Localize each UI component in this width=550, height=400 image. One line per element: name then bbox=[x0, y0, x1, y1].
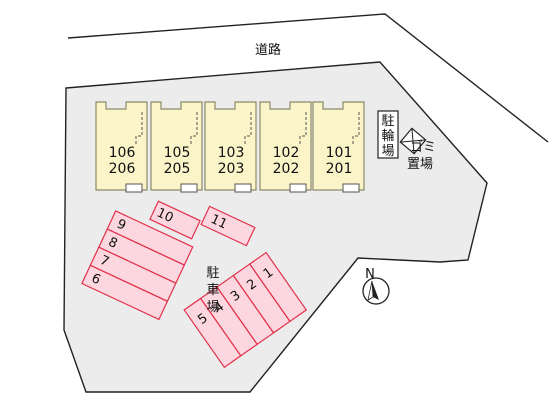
unit-lower-label: 203 bbox=[218, 161, 245, 177]
bicycle-parking-char-3: 場 bbox=[381, 144, 394, 159]
parking-slot-number: 10 bbox=[154, 206, 175, 227]
parking-label-char-3: 場 bbox=[206, 300, 219, 315]
unit-upper-label: 101 bbox=[326, 145, 353, 161]
bicycle-parking-char-1: 駐 bbox=[381, 114, 394, 129]
road-edge-top bbox=[67, 13, 549, 143]
parking-label-char-2: 車 bbox=[206, 283, 219, 298]
garbage-area-box bbox=[399, 127, 427, 155]
parking-slot-11: 11 bbox=[200, 205, 256, 247]
unit-lower-label: 206 bbox=[109, 161, 136, 177]
road-label: 道路 bbox=[255, 42, 281, 58]
unit-upper-label: 102 bbox=[273, 145, 300, 161]
parking-slot-8: 8 bbox=[98, 228, 186, 284]
garbage-area-label-line1: ゴミ bbox=[410, 139, 436, 155]
unit-upper-label: 105 bbox=[164, 145, 191, 161]
north-label: N bbox=[365, 267, 375, 282]
parking-slot-5: 5 bbox=[183, 297, 242, 369]
parking-slot-6: 6 bbox=[81, 264, 169, 321]
unit-lower-label: 205 bbox=[164, 161, 191, 177]
parking-slot-10: 10 bbox=[149, 200, 201, 240]
bicycle-parking-box bbox=[377, 110, 399, 159]
parking-label-char-1: 駐 bbox=[206, 266, 219, 281]
unit-upper-label: 103 bbox=[218, 145, 245, 161]
parking-slot-number: 11 bbox=[208, 212, 229, 233]
north-arrow-icon bbox=[362, 277, 390, 305]
parking-slot-4: 4 bbox=[199, 286, 258, 357]
garbage-area-label-line2: 置場 bbox=[407, 157, 433, 172]
unit-lower-label: 201 bbox=[326, 161, 353, 177]
unit-upper-label: 106 bbox=[109, 145, 136, 161]
unit-lower-label: 202 bbox=[273, 161, 300, 177]
bicycle-parking-char-2: 輪 bbox=[381, 128, 394, 144]
